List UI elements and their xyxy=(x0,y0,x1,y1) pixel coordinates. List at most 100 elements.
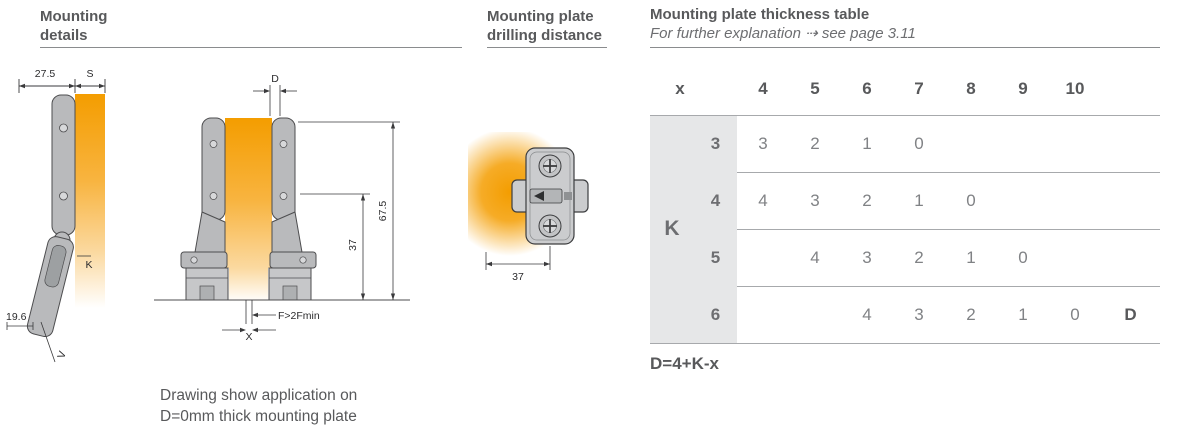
mounting-details-line1: Mounting xyxy=(40,8,108,25)
top-dimension-arrows xyxy=(19,83,105,89)
wood-panel-fade xyxy=(229,268,268,302)
dim-67-lines xyxy=(298,121,400,300)
mounting-details-line2: details xyxy=(40,27,88,44)
table-col-header: 8 xyxy=(966,78,976,98)
table-col-header: 7 xyxy=(914,78,924,98)
plate-slot xyxy=(529,188,563,204)
screw-icon xyxy=(209,192,218,200)
table-extra-cell xyxy=(1101,229,1160,286)
plate-dimension-arrows xyxy=(486,261,550,267)
table-row: 5 4 3 2 1 0 xyxy=(650,229,1160,286)
rule-middle xyxy=(487,47,607,48)
drilling-distance-line2: drilling distance xyxy=(487,27,603,44)
table-cell: 1 xyxy=(966,247,976,267)
rule-right xyxy=(650,47,1160,48)
mounting-details-header: Mounting details xyxy=(40,7,107,45)
dim-37-lines xyxy=(300,193,370,300)
dim-27-5-label: 27.5 xyxy=(35,68,56,80)
table-cell: 3 xyxy=(862,247,872,267)
table-cell: 1 xyxy=(862,133,872,153)
rule-left xyxy=(40,47,462,48)
table-line xyxy=(650,343,1160,344)
dim-s-label: S xyxy=(86,68,93,80)
table-col-header: 10 xyxy=(1065,78,1085,98)
dim-67-arrows xyxy=(390,122,396,300)
mounting-details-drawing: 27.5 S K 19.6 V xyxy=(6,68,106,363)
bottom-dimension-lines xyxy=(6,321,56,363)
dim-37-arrows xyxy=(360,194,366,300)
dim-67-5-label: 67.5 xyxy=(377,201,389,222)
table-cell: 4 xyxy=(758,190,768,210)
table-cell: 1 xyxy=(914,190,924,210)
table-row-label: 6 xyxy=(710,304,721,324)
table-row: 6 4 3 2 1 0 D xyxy=(650,286,1160,343)
table-line xyxy=(650,115,1160,116)
plate-dim-37-label: 37 xyxy=(512,271,524,283)
drilling-distance-header: Mounting plate drilling distance xyxy=(487,7,602,45)
dim-d-label: D xyxy=(271,73,279,85)
table-extra-cell-d: D xyxy=(1124,304,1137,324)
screw-icon xyxy=(59,123,68,133)
table-col-header: 6 xyxy=(862,78,872,98)
application-section-drawing: D 67.5 37 xyxy=(154,73,410,342)
dim-37-label: 37 xyxy=(347,239,359,251)
table-cell: 2 xyxy=(914,247,924,267)
table-line xyxy=(737,286,1160,287)
wood-panel xyxy=(225,118,272,268)
table-cell: 4 xyxy=(862,304,872,324)
table-corner-x: x xyxy=(675,78,685,98)
table-cell xyxy=(737,229,789,286)
hinge-arm xyxy=(201,117,226,221)
table-cell: 2 xyxy=(966,304,976,324)
mounting-plate xyxy=(511,147,589,245)
dim-k-label: K xyxy=(85,259,92,271)
top-dimension-lines xyxy=(18,79,106,93)
f-x-dimension-arrows xyxy=(240,312,258,333)
screw-icon xyxy=(59,191,68,201)
drawing-caption: Drawing show application on D=0mm thick … xyxy=(160,385,357,427)
table-row: 3 3 2 1 0 xyxy=(650,115,1160,172)
wood-panel-fade xyxy=(75,252,105,308)
table-cell: 0 xyxy=(1018,247,1028,267)
dim-v-label: V xyxy=(55,350,69,361)
hinge-left xyxy=(180,117,229,301)
table-cell xyxy=(737,286,789,343)
caption-line2: D=0mm thick mounting plate xyxy=(160,408,357,425)
dim-f-label: F>2Fmin xyxy=(278,310,320,322)
table-cell: 0 xyxy=(966,190,976,210)
table-col-header: 4 xyxy=(758,78,768,98)
table-cell xyxy=(789,286,841,343)
table-group-label-k: K xyxy=(664,217,680,240)
table-cell: 4 xyxy=(810,247,820,267)
dim-19-6-label: 19.6 xyxy=(6,311,27,323)
thickness-table-subtitle: For further explanation ⇢ see page 3.11 xyxy=(650,25,916,42)
table-cell: 2 xyxy=(810,133,820,153)
table-cell: 3 xyxy=(758,133,768,153)
table-line xyxy=(737,229,1160,230)
hinge-door-cup xyxy=(26,236,74,338)
caption-line1: Drawing show application on xyxy=(160,387,358,404)
f-x-dimension-lines xyxy=(222,300,276,331)
screw-icon xyxy=(190,256,198,264)
table-col-header: 9 xyxy=(1018,78,1028,98)
hinge-foot xyxy=(180,251,228,269)
table-extra-cell xyxy=(1101,172,1160,229)
table-cell xyxy=(945,115,997,172)
table-cell: 0 xyxy=(1070,304,1080,324)
table-extra-cell xyxy=(1101,115,1160,172)
table-cell xyxy=(1049,172,1101,229)
thickness-table: K x 4 5 6 7 8 9 10 3 3 2 1 0 xyxy=(650,62,1160,382)
drilling-distance-line1: Mounting plate xyxy=(487,8,594,25)
screw-icon xyxy=(538,154,562,178)
table-cell xyxy=(997,172,1049,229)
plate-dimension-lines xyxy=(485,246,551,270)
left-arrow-icon xyxy=(534,191,544,201)
table-cell: 0 xyxy=(914,133,924,153)
table-cell: 3 xyxy=(914,304,924,324)
table-cell: 3 xyxy=(810,190,820,210)
hinge-assembly xyxy=(26,94,76,338)
table-header-row: x 4 5 6 7 8 9 10 xyxy=(650,62,1160,115)
table-cell xyxy=(1049,115,1101,172)
table-row-label: 3 xyxy=(710,133,721,153)
table-cell: 1 xyxy=(1018,304,1028,324)
